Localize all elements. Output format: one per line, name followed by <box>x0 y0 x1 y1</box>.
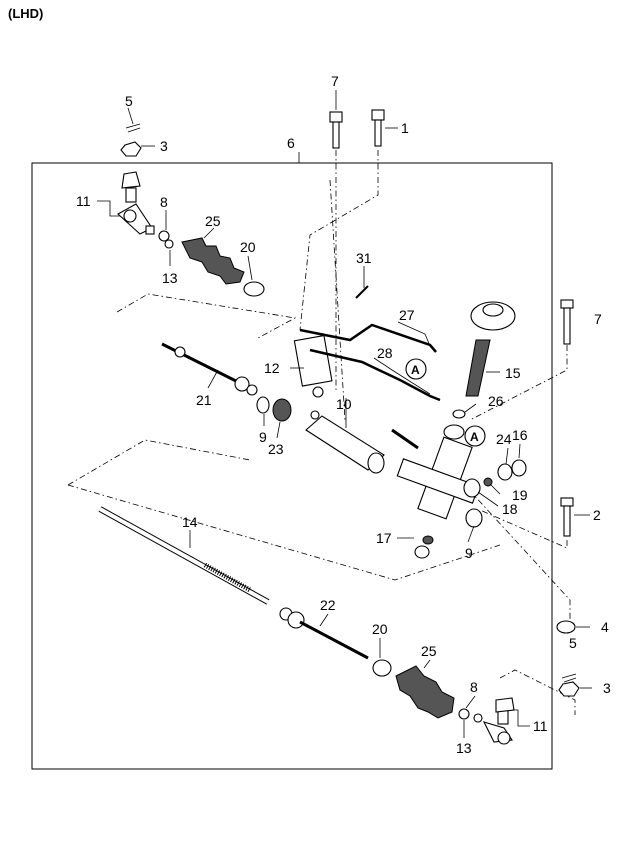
guide-line <box>459 479 571 620</box>
adjust-screw <box>391 428 419 450</box>
washer-4 <box>556 620 576 634</box>
nut-13-lower <box>473 713 483 723</box>
callout-13-bottom: 13 <box>456 740 472 756</box>
boot-bellows-upper <box>181 237 245 285</box>
callout-5-bottom: 5 <box>569 635 577 651</box>
lock-nut-lower <box>458 708 470 720</box>
callout-1: 1 <box>401 120 409 136</box>
castle-nut-lower <box>558 681 580 697</box>
callout-labels: 1 7 5 3 6 11 8 25 20 13 31 27 7 28 12 15… <box>76 73 611 756</box>
boot-bellows-lower <box>395 665 455 719</box>
diagram-caption: (LHD) <box>8 6 44 21</box>
ref-a-lower: A <box>470 430 479 444</box>
callout-21: 21 <box>196 392 212 408</box>
callout-11-bottom: 11 <box>533 718 548 734</box>
cotter-pin-lower <box>561 673 577 683</box>
callout-14: 14 <box>182 514 198 530</box>
guide-line <box>469 345 568 421</box>
callout-6: 6 <box>287 135 295 151</box>
inner-tie-rod-22 <box>279 607 369 660</box>
callout-20-top: 20 <box>240 239 256 255</box>
callout-12: 12 <box>264 360 280 376</box>
yoke-17 <box>414 545 430 559</box>
callout-20-bottom: 20 <box>372 621 388 637</box>
bolt-1 <box>371 109 385 147</box>
callout-3-top: 3 <box>160 138 168 154</box>
callout-16: 16 <box>512 427 528 443</box>
callout-17: 17 <box>376 530 392 546</box>
pipe-27 <box>299 323 437 353</box>
guide-line <box>299 150 379 331</box>
callout-26: 26 <box>488 393 504 409</box>
callout-4: 4 <box>601 619 609 635</box>
callout-5-top: 5 <box>125 93 133 109</box>
callout-27: 27 <box>399 307 415 323</box>
pipe-28 <box>309 348 441 402</box>
yoke-spring <box>422 535 434 545</box>
ring-24 <box>497 463 513 481</box>
o-ring-26 <box>452 409 466 419</box>
pinion-15 <box>465 301 516 397</box>
callout-9-right: 9 <box>465 545 473 561</box>
ring-16 <box>511 459 527 477</box>
callout-18: 18 <box>502 501 518 517</box>
guide-line <box>116 293 297 339</box>
assembly-frame <box>31 162 553 770</box>
callout-8-bottom: 8 <box>470 679 478 695</box>
guide-line <box>67 439 251 486</box>
inner-tie-rod-21 <box>161 342 258 396</box>
callout-3-bottom: 3 <box>603 680 611 696</box>
ref-a-upper: A <box>411 363 420 377</box>
callout-13-top: 13 <box>162 270 178 286</box>
bolt-7-right <box>560 299 574 345</box>
cotter-pin-upper <box>125 123 141 133</box>
seal-ring-9-left <box>256 396 270 414</box>
callout-7-top: 7 <box>331 73 339 89</box>
bolt-31 <box>355 285 369 299</box>
leader-lines <box>97 90 592 738</box>
tie-rod-end-upper <box>117 171 155 235</box>
ref-a-circle-upper <box>405 358 427 380</box>
callout-9-left: 9 <box>259 429 267 445</box>
bolt-7-top <box>329 111 343 149</box>
bushing-23 <box>272 398 292 422</box>
callout-8-top: 8 <box>160 194 168 210</box>
guide-line <box>499 669 576 715</box>
band-clip-lower <box>372 659 392 677</box>
callout-23: 23 <box>268 441 284 457</box>
callout-19: 19 <box>512 487 528 503</box>
callout-2: 2 <box>593 507 601 523</box>
ref-a-circle-lower <box>464 425 486 447</box>
callout-25-top: 25 <box>205 213 221 229</box>
castle-nut-upper <box>120 141 142 157</box>
tie-rod-end-lower <box>482 697 515 745</box>
seal-18 <box>463 478 481 498</box>
callout-7-right: 7 <box>594 311 602 327</box>
callout-15: 15 <box>505 365 521 381</box>
lock-nut-upper <box>158 230 170 242</box>
callout-28: 28 <box>377 345 393 361</box>
callout-11-top: 11 <box>76 193 91 209</box>
seal-ring-9-right <box>465 508 483 528</box>
callout-25-bottom: 25 <box>421 643 437 659</box>
nut-13-upper <box>164 239 174 249</box>
callout-31: 31 <box>356 250 372 266</box>
band-clip-upper <box>243 281 265 297</box>
rack-14 <box>98 506 270 605</box>
guide-line <box>67 484 501 581</box>
callout-22: 22 <box>320 597 336 613</box>
bolt-2 <box>560 497 574 537</box>
guide-line <box>479 509 568 549</box>
callout-24: 24 <box>496 431 512 447</box>
callout-10: 10 <box>336 396 352 412</box>
gear-housing-10 <box>293 334 385 474</box>
